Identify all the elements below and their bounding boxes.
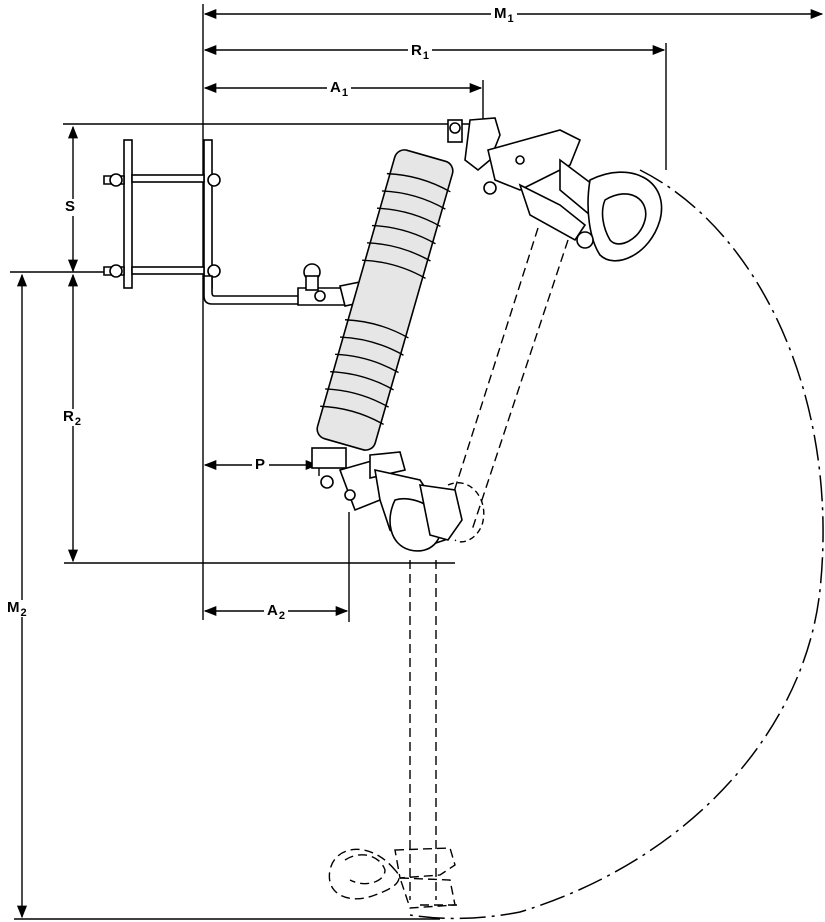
dim-letter: M	[494, 5, 507, 22]
dim-letter: S	[65, 198, 76, 215]
dim-label-s: S	[62, 198, 80, 216]
fuse-tube-open	[328, 560, 460, 909]
dim-label-m1: M1	[491, 5, 517, 25]
dim-subscript: 1	[507, 13, 514, 25]
dim-letter: P	[255, 456, 266, 473]
dim-label-r2: R2	[60, 408, 84, 428]
lower-hinge-dashed	[447, 482, 485, 543]
fuse-tube-closed	[444, 227, 569, 531]
mounting-bracket	[103, 139, 373, 307]
dim-label-a2: A2	[264, 602, 288, 622]
swing-arc	[409, 169, 824, 920]
dim-subscript: 2	[278, 610, 285, 622]
dim-letter: R	[411, 42, 422, 59]
dim-subscript: 1	[422, 50, 429, 62]
dim-label-m2: M2	[4, 599, 30, 619]
dim-letter: A	[267, 602, 278, 619]
dim-label-p: P	[252, 456, 270, 474]
dim-letter: A	[330, 79, 341, 96]
upper-contact	[447, 117, 663, 262]
dim-letter: R	[63, 408, 74, 425]
dim-letter: M	[7, 599, 20, 616]
dim-subscript: 1	[341, 87, 348, 99]
lower-contact	[311, 447, 463, 552]
dim-label-a1: A1	[327, 79, 351, 99]
insulator	[316, 149, 454, 451]
dim-label-r1: R1	[408, 42, 432, 62]
dim-subscript: 2	[20, 607, 27, 619]
dim-subscript: 2	[74, 416, 81, 428]
